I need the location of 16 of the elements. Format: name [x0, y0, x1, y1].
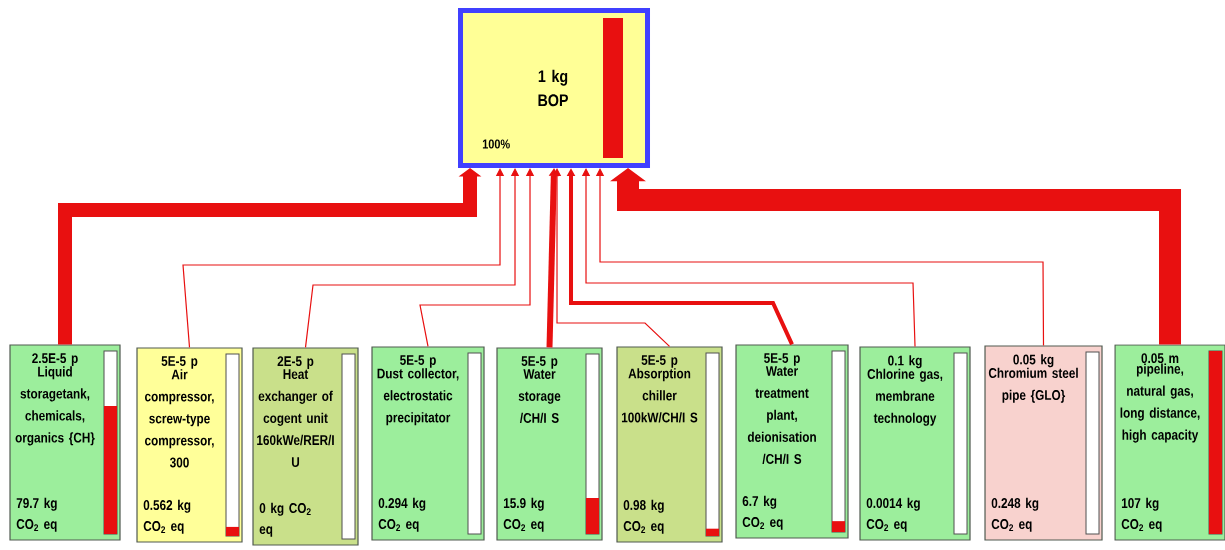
- process-box: 2.5E-5 p Liquid storagetank, chemicals, organics {CH} 79.7 kg CO$_{2}$ eq: [9, 344, 121, 541]
- process-box: 1 kg BOP 100%: [458, 8, 650, 168]
- arrow: [552, 168, 671, 347]
- process-box: 0.05 kg Chromium steel pipe {GLO} 0.248 kg CO$_{2}$ eq: [984, 345, 1103, 541]
- process-box: 0.05 m pipeline, natural gas, long distance, high capacity 107 kg CO$_{2}$ eq: [1114, 344, 1225, 541]
- process-box: 5E-5 p Dust collector, electrostatic precipitator 0.294 kg CO$_{2}$ eq: [371, 346, 485, 541]
- process-box: 5E-5 p Water storage /CH/I S 15.9 kg CO$_{2}$ eq: [496, 347, 603, 541]
- process-box: 5E-5 p Water treatment plant, deionisation /CH/I S 6.7 kg CO$_{2}$ eq: [735, 344, 849, 539]
- arrow: [546, 168, 559, 348]
- process-box: 5E-5 p Air compressor, screw-type compressor, 300 0.562 kg CO$_{2}$ eq: [136, 347, 243, 543]
- arrow: [595, 168, 1045, 346]
- process-box: 0.1 kg Chlorine gas, membrane technology 0.0014 kg CO$_{2}$ eq: [859, 346, 971, 541]
- arrow: [610, 168, 1181, 345]
- process-box: 5E-5 p Absorption chiller 100kW/CH/I S 0.98 kg CO$_{2}$ eq: [616, 346, 723, 543]
- process-box: 2E-5 p Heat exchanger of cogent unit 160kWe/RER/I U 0 kg CO$_{2}$ eq: [252, 347, 359, 546]
- arrow: [581, 168, 916, 347]
